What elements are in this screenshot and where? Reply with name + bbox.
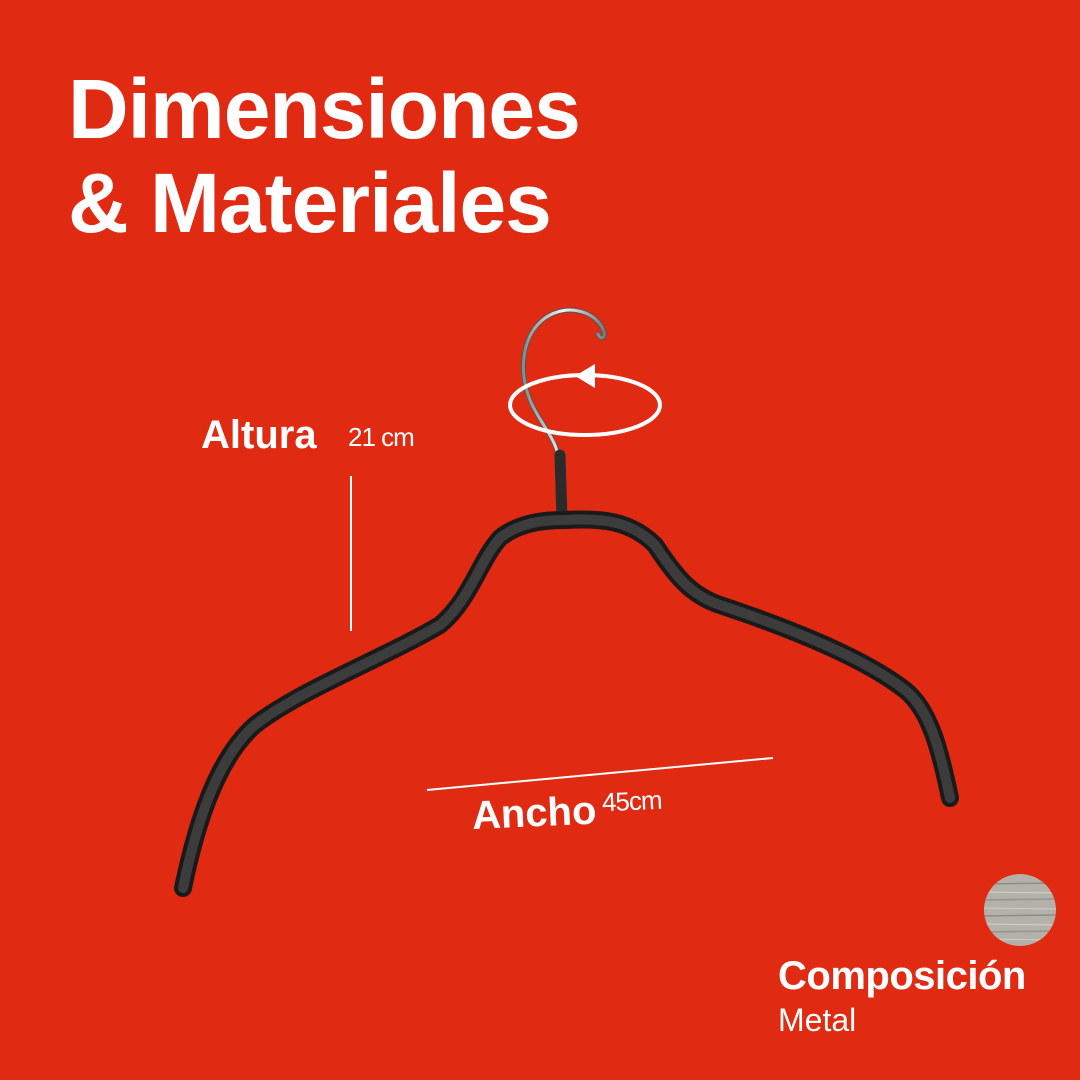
rotate-360-arrow-icon xyxy=(508,364,662,437)
composition-label: Composición xyxy=(778,954,1026,998)
hanger-hook xyxy=(520,307,607,526)
width-value: 45cm xyxy=(601,784,663,818)
metal-swatch-icon xyxy=(984,874,1056,946)
width-label: Ancho xyxy=(471,788,598,838)
title-line-2: & Materiales xyxy=(68,156,552,250)
height-label: Altura xyxy=(201,413,317,457)
width-measure-line xyxy=(426,757,774,791)
page-title: Dimensiones & Materiales xyxy=(68,62,581,250)
height-measure-line xyxy=(350,476,352,631)
hanger-body xyxy=(174,510,959,897)
height-value: 21 cm xyxy=(348,422,415,452)
title-line-1: Dimensiones xyxy=(68,62,581,156)
composition-value: Metal xyxy=(778,1002,857,1038)
